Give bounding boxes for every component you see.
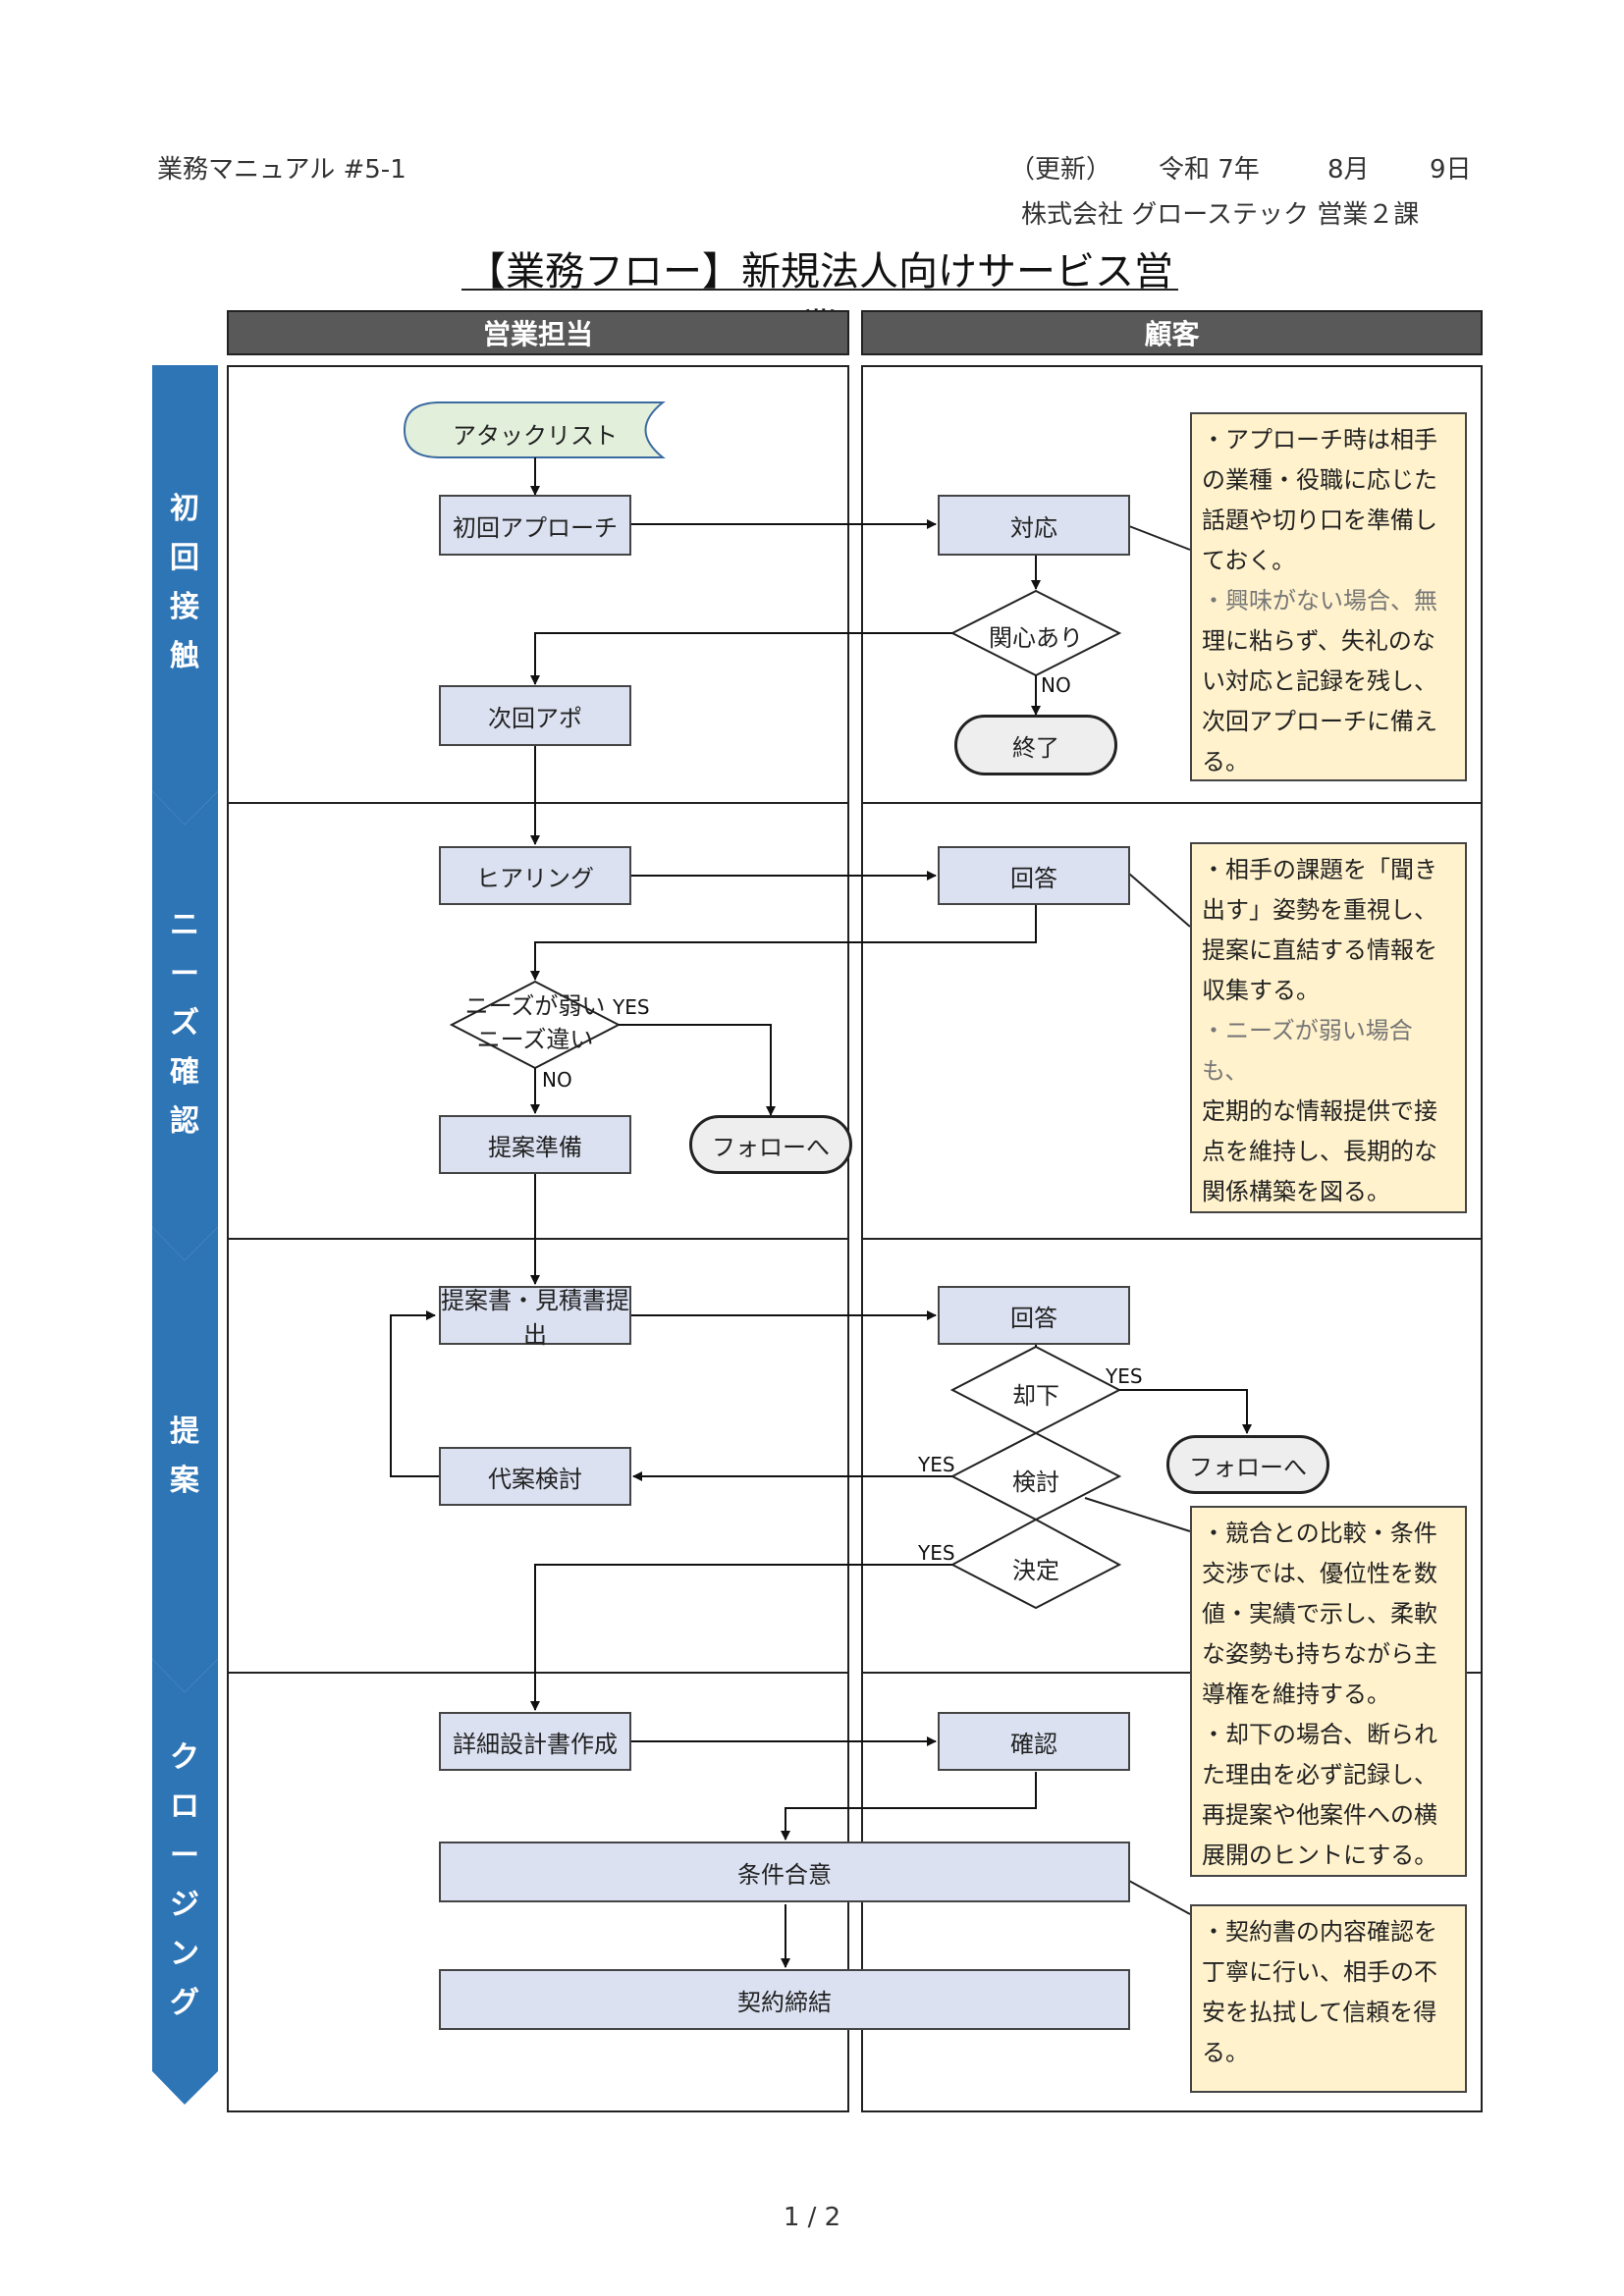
label-no-weak-needs: NO — [542, 1068, 572, 1092]
decision-decide-label: 決定 — [1012, 1557, 1059, 1584]
node-response: 対応 — [938, 495, 1130, 556]
node-follow-1: フォローへ — [689, 1115, 852, 1174]
update-day: 9日 — [1430, 155, 1472, 185]
note-closing: ・契約書の内容確認を丁寧に行い、相手の不安を払拭して信頼を得る。 — [1190, 1904, 1467, 2093]
phase-label-proposal: 提案 — [170, 1415, 199, 1498]
decision-review-label: 検討 — [1012, 1468, 1059, 1496]
phase-chevron-2 — [152, 791, 218, 1260]
company-name: 株式会社 グローステック 営業２課 — [1021, 200, 1420, 230]
note-first-contact: ・アプローチ時は相手の業種・役職に応じた話題や切り口を準備しておく。 ・興味がな… — [1190, 412, 1467, 781]
phase-chevron-4 — [152, 1659, 218, 2105]
node-answer-2: 回答 — [938, 1286, 1130, 1345]
column-header-sales: 営業担当 — [227, 310, 849, 355]
phase-label-closing: クロージング — [170, 1740, 199, 2020]
node-agreement: 条件合意 — [439, 1842, 1130, 1902]
node-answer-1: 回答 — [938, 846, 1130, 905]
phase-label-first-contact: 初回接触 — [170, 492, 199, 673]
node-proposal-prep: 提案準備 — [439, 1115, 631, 1174]
note-needs: ・相手の課題を「聞き出す」姿勢を重視し、提案に直結する情報を収集する。 ・ニーズ… — [1190, 842, 1467, 1213]
decision-interest-label: 関心あり — [989, 624, 1083, 652]
node-end: 終了 — [954, 715, 1117, 775]
node-detail-design: 詳細設計書作成 — [439, 1712, 631, 1771]
node-follow-2: フォローへ — [1166, 1435, 1329, 1494]
node-next-appointment: 次回アポ — [439, 685, 631, 746]
note-proposal: ・競合との比較・条件交渉では、優位性を数値・実績で示し、柔軟な姿勢も持ちながら主… — [1190, 1506, 1467, 1877]
column-header-customer: 顧客 — [861, 310, 1483, 355]
label-yes-weak-needs: YES — [613, 995, 650, 1019]
title-underline — [461, 289, 1178, 291]
page-number: 1 / 2 — [783, 2203, 841, 2232]
update-era-year: 令和 7年 — [1159, 155, 1260, 185]
update-label: （更新） — [1009, 155, 1112, 185]
manual-id: 業務マニュアル #5-1 — [157, 155, 406, 185]
label-no-interest: NO — [1041, 673, 1071, 697]
node-contract: 契約締結 — [439, 1969, 1130, 2030]
update-month: 8月 — [1327, 155, 1370, 185]
phase-chevron-3 — [152, 1227, 218, 1692]
node-confirm: 確認 — [938, 1712, 1130, 1771]
decision-reject-label: 却下 — [1012, 1382, 1059, 1410]
phase-label-needs: ニーズ確認 — [170, 908, 199, 1139]
node-hearing: ヒアリング — [439, 846, 631, 905]
attack-list-label: アタックリスト — [453, 422, 618, 450]
node-first-approach: 初回アプローチ — [439, 495, 631, 556]
decision-weak-needs-label: ニーズが弱いニーズ違い — [464, 992, 606, 1053]
node-submit-proposal: 提案書・見積書提出 — [439, 1286, 631, 1349]
attack-list-shape — [403, 401, 666, 458]
label-yes-decide: YES — [918, 1541, 955, 1565]
label-yes-reject: YES — [1106, 1364, 1143, 1388]
label-yes-review: YES — [918, 1453, 955, 1476]
node-alt-proposal: 代案検討 — [439, 1447, 631, 1506]
phase-chevron-1 — [152, 365, 218, 825]
decision-decide — [949, 1518, 1122, 1610]
